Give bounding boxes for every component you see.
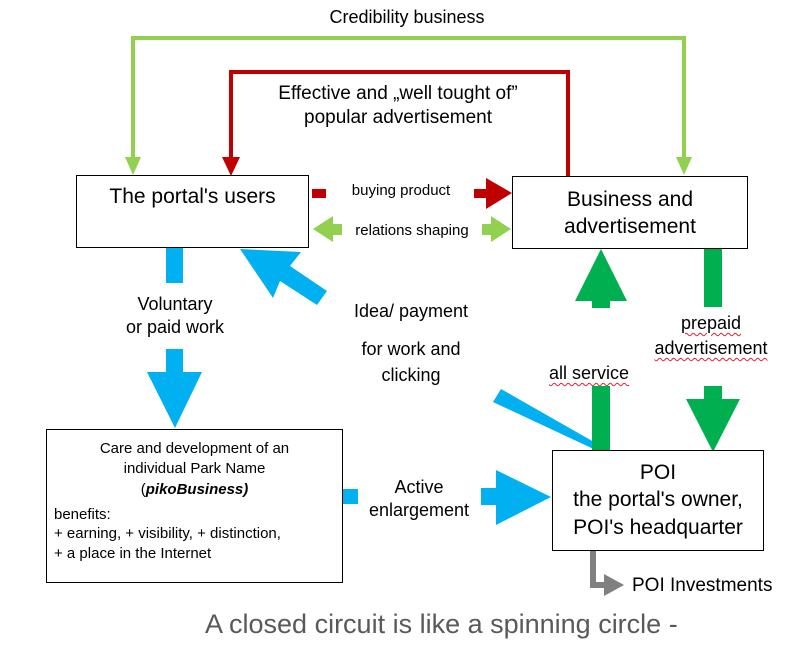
relations-shaping-label: relations shaping <box>355 222 469 239</box>
active-line1: Active <box>394 477 444 497</box>
poi-investments-arrow <box>590 551 624 596</box>
buying-product-label: buying product <box>351 182 451 199</box>
care-line3-paren: ( <box>140 480 146 498</box>
poi-line1: POI <box>639 461 677 484</box>
prepaid-advertisement-label: prepaid advertisement <box>636 311 786 361</box>
care-benefits-line1: + earning, + visibility, + distinction, <box>54 525 281 543</box>
prepaid-line1: prepaid <box>680 313 742 333</box>
node-poi-headquarter: POI the portal's owner, POI's headquarte… <box>552 450 764 551</box>
effective-line2: popular advertisement <box>304 106 492 128</box>
business-line1: Business and <box>566 188 694 211</box>
idea-line1: Idea/ payment <box>353 301 469 321</box>
node-portal-users: The portal's users <box>76 175 309 248</box>
care-line1: Care and development of an <box>99 440 290 457</box>
node-business-advertisement: Business and advertisement <box>512 176 748 249</box>
node-portal-users-title: The portal's users <box>109 185 276 208</box>
caption: A closed circuit is like a spinning circ… <box>205 609 678 639</box>
active-enlargement-arrow <box>343 470 551 525</box>
all-service-arrow <box>575 249 627 450</box>
poi-investments-label: POI Investments <box>632 575 773 596</box>
node-care-development: Care and development of an individual Pa… <box>46 429 343 583</box>
care-benefits-title: benefits: <box>54 505 111 523</box>
voluntary-work-arrow <box>147 247 202 428</box>
relations-shaping-arrow <box>313 216 511 242</box>
care-line2: individual Park Name <box>123 460 266 478</box>
active-line2: enlargement <box>368 499 470 520</box>
active-enlargement-label: Active enlargement <box>357 476 481 521</box>
idea-line2: for work and <box>361 339 461 359</box>
poi-line3: POI's headquarter <box>573 515 743 539</box>
idea-payment-label: Idea/ payment for work and clicking <box>335 302 487 384</box>
prepaid-advertisement-arrow <box>686 248 740 452</box>
care-pikobusiness: pikoBusiness) <box>145 480 249 498</box>
effective-advertisement-label: Effective and „well tought of” popular a… <box>248 82 548 130</box>
care-line3: (pikoBusiness) <box>47 480 342 500</box>
prepaid-line2: advertisement <box>654 338 768 359</box>
voluntary-line2: or paid work <box>125 316 225 337</box>
effective-line1: Effective and „well tought of” <box>278 83 518 104</box>
care-benefits-line2: + a place in the Internet <box>54 544 212 562</box>
all-service-label: all service <box>549 362 653 385</box>
credibility-business-label: Credibility business <box>329 7 485 27</box>
poi-line2: the portal's owner, <box>573 488 743 512</box>
business-line2: advertisement <box>564 215 696 239</box>
advertisement-loop-arrow <box>222 70 570 176</box>
voluntary-work-label: Voluntary or paid work <box>100 293 250 338</box>
idea-payment-arrow <box>240 249 608 452</box>
credibility-loop-arrow <box>125 36 692 175</box>
voluntary-line1: Voluntary <box>137 294 213 314</box>
all-service-text: all service <box>549 363 630 383</box>
idea-line3: clicking <box>381 365 441 385</box>
buying-product-arrow <box>312 178 512 209</box>
